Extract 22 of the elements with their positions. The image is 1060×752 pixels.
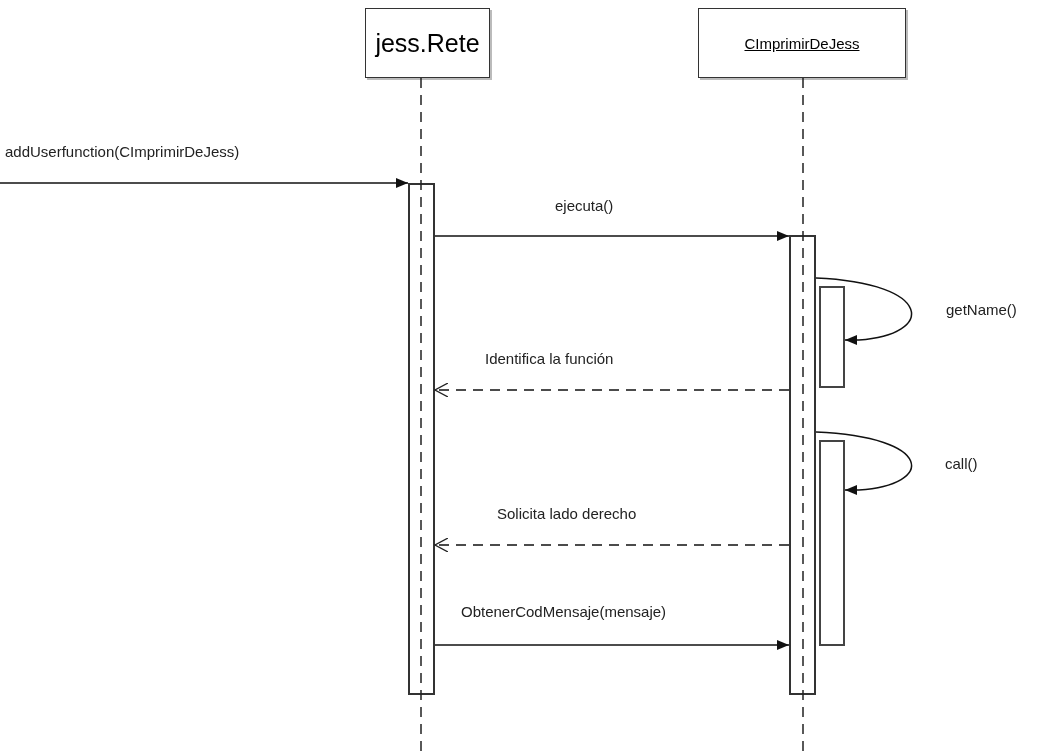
object-box [698,8,906,78]
object-box [365,8,490,78]
activation-bar [789,235,816,695]
edge-label: call() [945,455,978,472]
message-arrow [0,178,409,188]
message-arrow [815,431,913,495]
object-name: jess.Rete [375,28,480,58]
return-arrow [434,382,790,398]
edge-label: Solicita lado derecho [497,505,637,522]
activation-bar [819,286,845,388]
edge-label: Identifica la función [485,350,614,367]
activation-bar [819,440,845,646]
edge-label: ejecuta() [555,197,614,214]
message-arrow [815,277,913,345]
return-arrow [434,537,790,553]
object-name: CImprimirDeJess [744,34,860,52]
activation-bar [408,183,435,695]
edge-label: ObtenerCodMensaje(mensaje) [461,603,667,620]
message-arrow [434,640,790,650]
edge-label: addUserfunction(CImprimirDeJess) [5,143,240,160]
edge-label: getName() [946,301,1017,318]
message-arrow [434,231,790,241]
